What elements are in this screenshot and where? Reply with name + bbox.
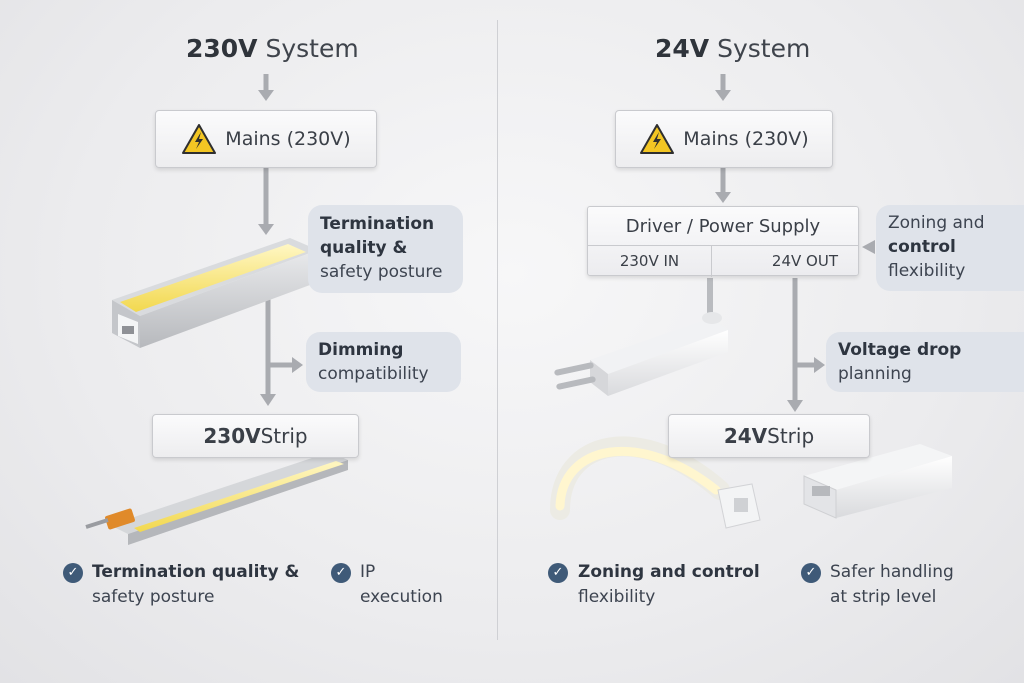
mains-label-right: Mains (230V) <box>683 128 809 150</box>
feature-safer-handling: Safer handling at strip level <box>830 562 954 607</box>
title-24v-system: 24V System <box>655 34 811 63</box>
strip-box-230v: 230V Strip <box>152 414 359 458</box>
check-icon: ✓ <box>548 563 568 583</box>
feature-termination-quality: Termination quality & safety posture <box>92 562 300 607</box>
title-230v-system: 230V System <box>186 34 359 63</box>
end-cap-image <box>803 444 952 519</box>
column-divider <box>497 20 498 640</box>
driver-power-supply-box: Driver / Power Supply 230V IN 24V OUT <box>587 206 859 277</box>
check-icon: ✓ <box>331 563 351 583</box>
feature-ip-execution: IP execution <box>360 562 443 607</box>
driver-title: Driver / Power Supply <box>588 207 858 246</box>
driver-output-label: 24V OUT <box>771 252 838 270</box>
warning-icon <box>640 124 675 154</box>
aluminium-profile-image <box>112 238 318 348</box>
callout-voltage-drop: Voltage drop planning <box>826 332 1024 392</box>
arrow-left-icon <box>862 240 875 254</box>
led-strip-230v-image <box>85 452 348 545</box>
callout-dimming-compatibility: Dimming compatibility <box>306 332 461 392</box>
driver-input-label: 230V IN <box>588 245 712 277</box>
mains-label-left: Mains (230V) <box>225 128 351 150</box>
callout-zoning-control: Zoning and control flexibility <box>876 205 1024 291</box>
arrow-right-icon <box>795 357 825 373</box>
led-strip-24v-image <box>550 436 761 529</box>
driver-unit-image <box>554 278 728 396</box>
callout-termination-quality: Termination quality & safety posture <box>308 205 463 293</box>
check-icon: ✓ <box>801 563 821 583</box>
strip-box-24v: 24V Strip <box>668 414 870 458</box>
arrow-down-icon <box>715 74 803 412</box>
mains-box-left: Mains (230V) <box>155 110 377 168</box>
warning-icon <box>182 124 217 154</box>
feature-zoning-control: Zoning and control flexibility <box>578 562 760 607</box>
mains-box-right: Mains (230V) <box>615 110 833 168</box>
check-icon: ✓ <box>63 563 83 583</box>
arrow-down-icon <box>258 74 276 406</box>
